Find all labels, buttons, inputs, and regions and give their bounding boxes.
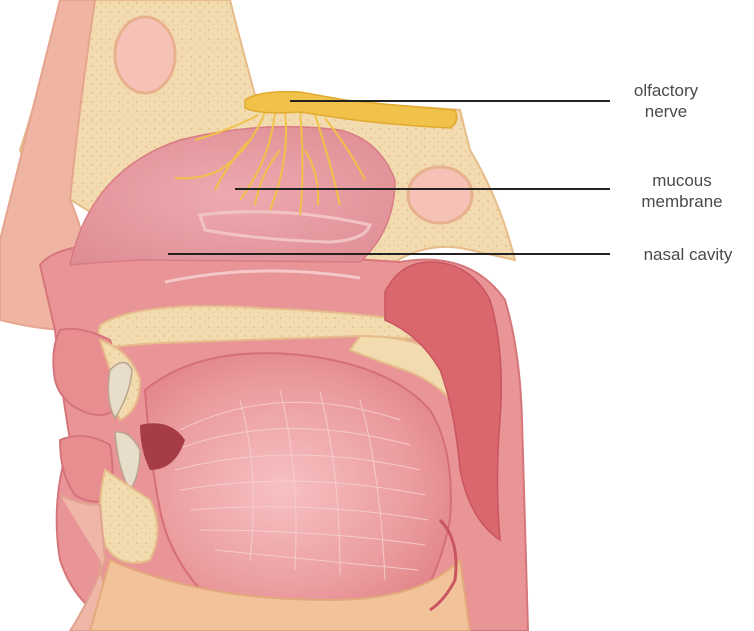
upper-lip (53, 329, 116, 415)
label-olfactory-line1: olfactory (606, 80, 726, 101)
tongue (145, 353, 451, 600)
label-nasal-cavity: nasal cavity (622, 244, 754, 265)
label-mucous-membrane: mucous membrane (622, 170, 742, 212)
label-mucous-line1: mucous (622, 170, 742, 191)
frontal-sinus (115, 17, 175, 93)
label-nasal-cavity-text: nasal cavity (622, 244, 754, 265)
label-olfactory-nerve: olfactory nerve (606, 80, 726, 122)
label-mucous-line2: membrane (622, 191, 742, 212)
label-olfactory-line2: nerve (606, 101, 726, 122)
sphenoid-sinus (408, 167, 472, 223)
